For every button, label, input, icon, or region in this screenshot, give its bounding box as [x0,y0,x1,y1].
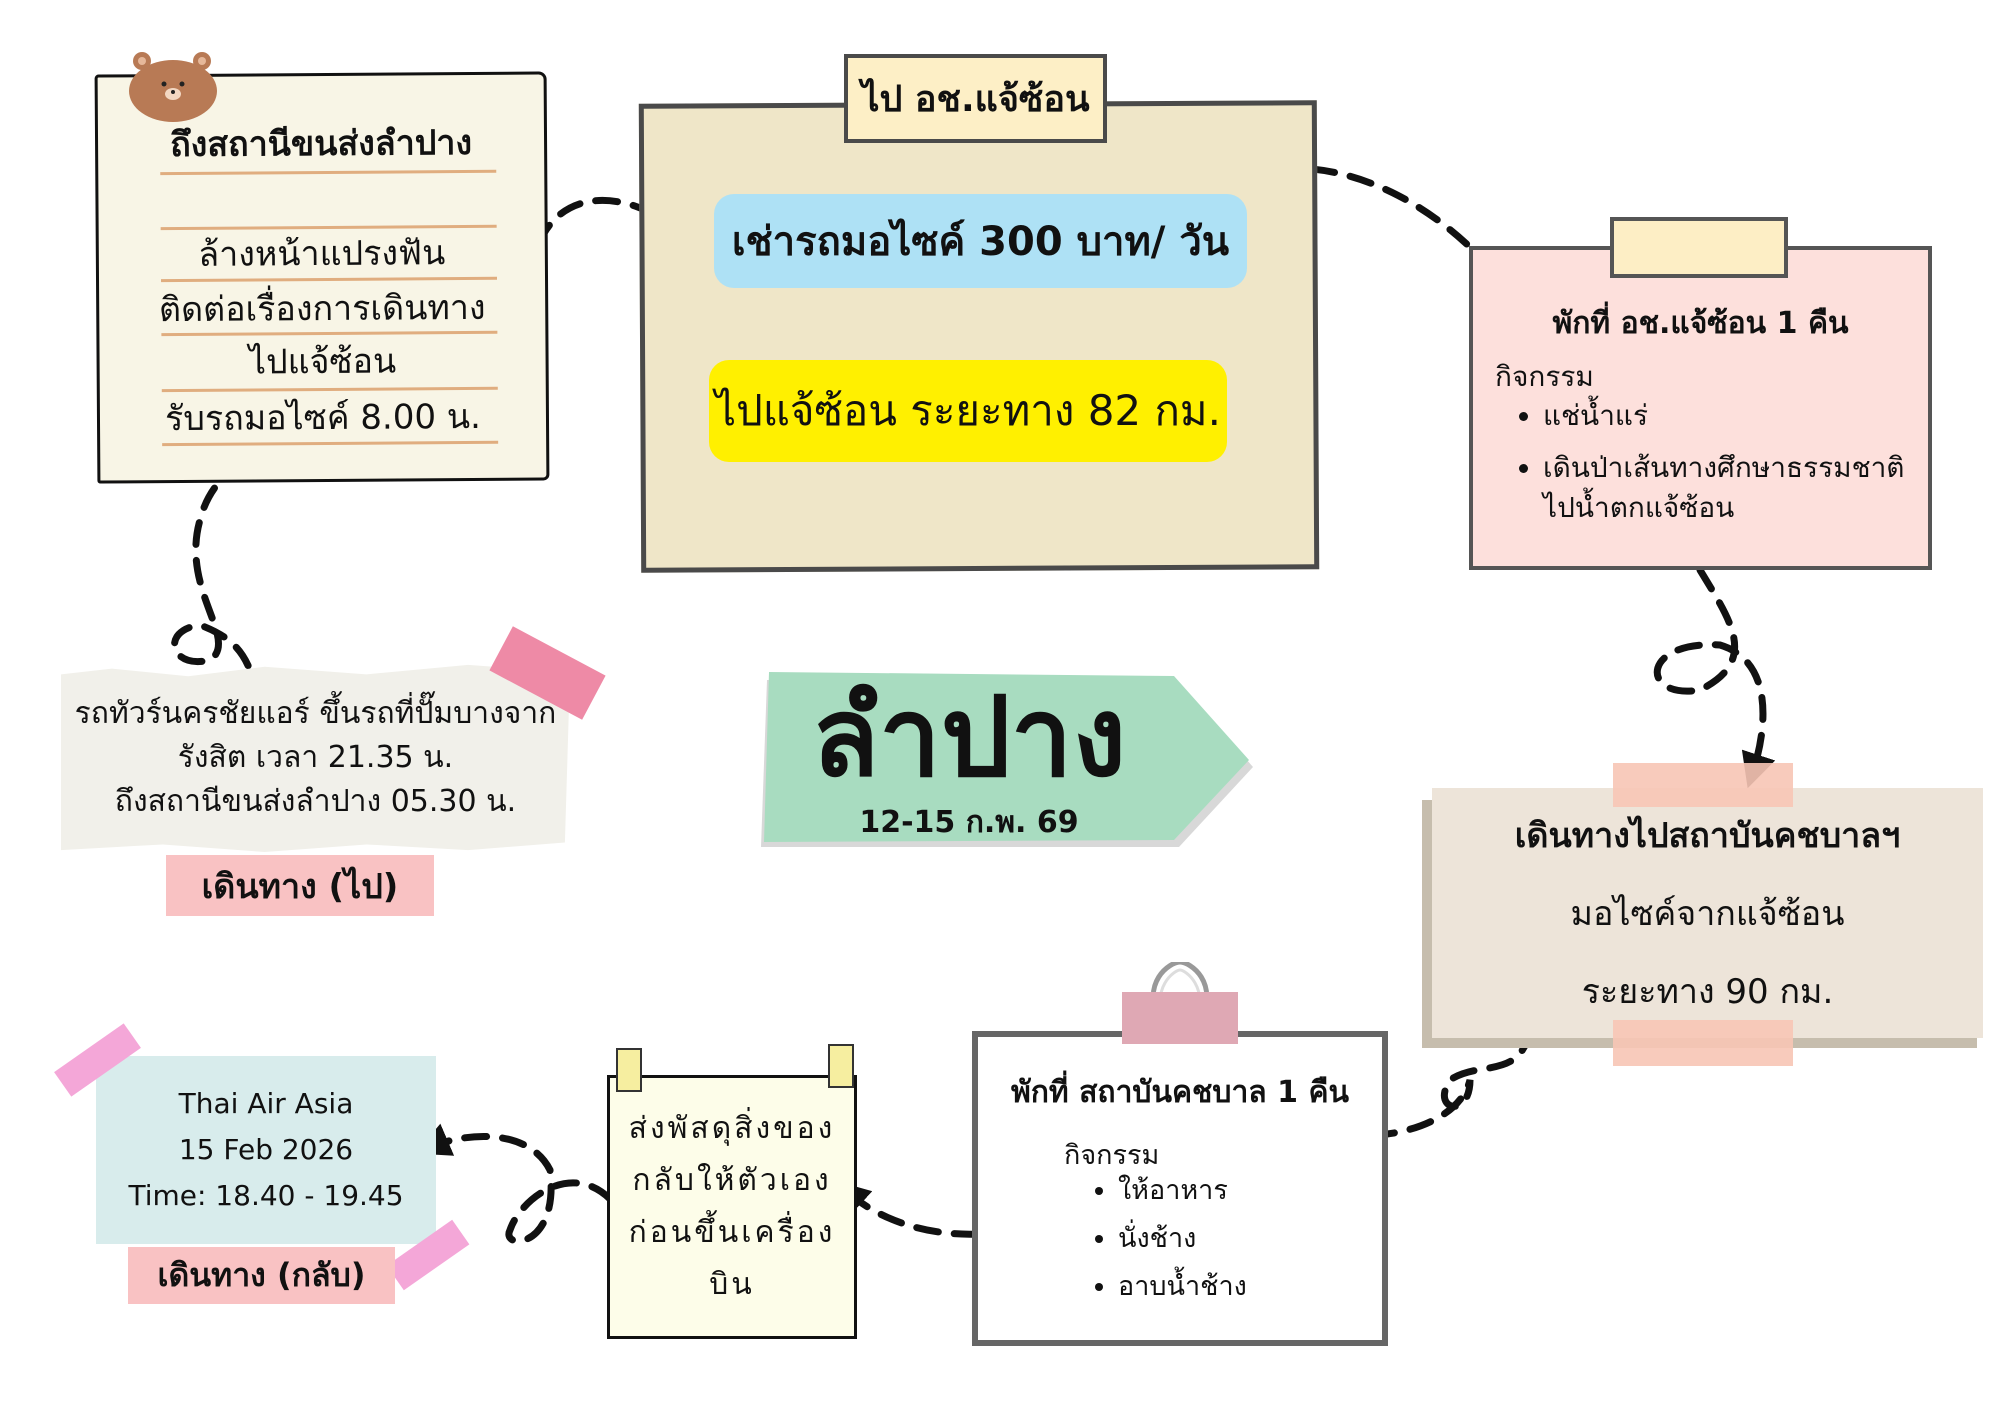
departure-line: รังสิต เวลา 21.35 น. [177,739,454,775]
bus-station-title: ถึงสถานีขนส่งลำปาง [169,122,473,166]
to-elephant-card: เดินทางไปสถาบันคชบาลฯ มอไซค์จากแจ้ซ้อน ร… [1432,788,1983,1038]
list-item-text: ไปน้ำตกแจ้ซ้อน [1543,491,1735,524]
activities-label: กิจกรรม [1495,360,1594,393]
return-label: เดินทาง (กลับ) [128,1247,395,1304]
to-park-tab: ไป อช.แจ้ซ้อน [844,54,1107,143]
bus-station-card: ถึงสถานีขนส่งลำปาง ล้างหน้าแปรงฟัน ติดต่… [94,71,550,484]
stay-park-title: พักที่ อช.แจ้ซ้อน 1 คืน [1552,306,1849,341]
list-item: นั่งช้าง [1118,1215,1247,1263]
tape-decoration [1610,217,1788,278]
tape-decoration [1613,1020,1793,1066]
binder-clip-icon [1122,962,1238,1044]
title-banner-shape [761,672,1253,847]
flight-airline: Thai Air Asia [178,1087,354,1120]
departure-card: รถทัวร์นครชัยแอร์ ขึ้นรถที่ปั๊มบางจาก รั… [61,664,570,852]
list-item-text: เดินป่าเส้นทางศึกษาธรรมชาติ [1543,451,1905,484]
flight-card: Thai Air Asia 15 Feb 2026 Time: 18.40 - … [96,1056,436,1244]
parcel-line: ส่งพัสดุสิ่งของ [628,1111,836,1146]
departure-line: ถึงสถานีขนส่งลำปาง 05.30 น. [114,783,517,819]
list-item: ให้อาหาร [1118,1167,1247,1215]
tape-decoration [828,1044,854,1088]
parcel-note: ส่งพัสดุสิ่งของ กลับให้ตัวเอง ก่อนขึ้นเค… [607,1044,857,1339]
bus-station-line: ล้างหน้าแปรงฟัน [198,233,446,275]
arrow-departure-to-busstop [171,441,279,706]
page-title: ลำปาง [811,673,1127,801]
arrow-stay-to-elephant [1653,566,1776,789]
parcel-line: ก่อนขึ้นเครื่องบิน [628,1215,836,1302]
tape-decoration [1613,763,1793,807]
activities-label: กิจกรรม [1064,1140,1160,1171]
list-item: อาบน้ำช้าง [1118,1263,1247,1311]
activities-list: ให้อาหาร นั่งช้าง อาบน้ำช้าง [1088,1167,1247,1311]
outbound-label: เดินทาง (ไป) [166,855,434,916]
activities-list: แช่น้ำแร่ เดินป่าเส้นทางศึกษาธรรมชาติไปน… [1503,390,1904,528]
departure-line: รถทัวร์นครชัยแอร์ ขึ้นรถที่ปั๊มบางจาก [74,695,557,731]
stay-park-card: พักที่ อช.แจ้ซ้อน 1 คืน กิจกรรม แช่น้ำแร… [1469,246,1932,570]
trip-dates: 12-15 ก.พ. 69 [859,805,1079,840]
bus-station-line: ติดต่อเรื่องการเดินทาง [158,287,486,331]
distance-pill: ไปแจ้ซ้อน ระยะทาง 82 กม. [709,360,1227,462]
list-item: แช่น้ำแร่ [1543,390,1904,442]
to-elephant-line: ระยะทาง 90 กม. [1581,972,1834,1012]
flight-date: 15 Feb 2026 [178,1133,354,1166]
to-elephant-title: เดินทางไปสถาบันคชบาลฯ [1514,816,1901,856]
tape-decoration [616,1048,642,1092]
to-park-card [638,100,1320,573]
bear-icon [129,52,217,122]
flight-time: Time: 18.40 - 19.45 [128,1179,404,1212]
list-item: เดินป่าเส้นทางศึกษาธรรมชาติไปน้ำตกแจ้ซ้อ… [1543,442,1904,528]
stay-elephant-title: พักที่ สถาบันคชบาล 1 คืน [1010,1075,1350,1110]
bus-station-line: ไปแจ้ซ้อน [248,341,397,383]
stay-elephant-card: พักที่ สถาบันคชบาล 1 คืน กิจกรรม ให้อาหา… [972,1031,1388,1346]
bus-station-line: รับรถมอไซค์ 8.00 น. [164,396,482,440]
to-elephant-line: มอไซค์จากแจ้ซ้อน [1570,894,1845,934]
motorbike-rent-pill: เช่ารถมอไซค์ 300 บาท/ วัน [714,194,1247,288]
parcel-line: กลับให้ตัวเอง [632,1163,832,1198]
